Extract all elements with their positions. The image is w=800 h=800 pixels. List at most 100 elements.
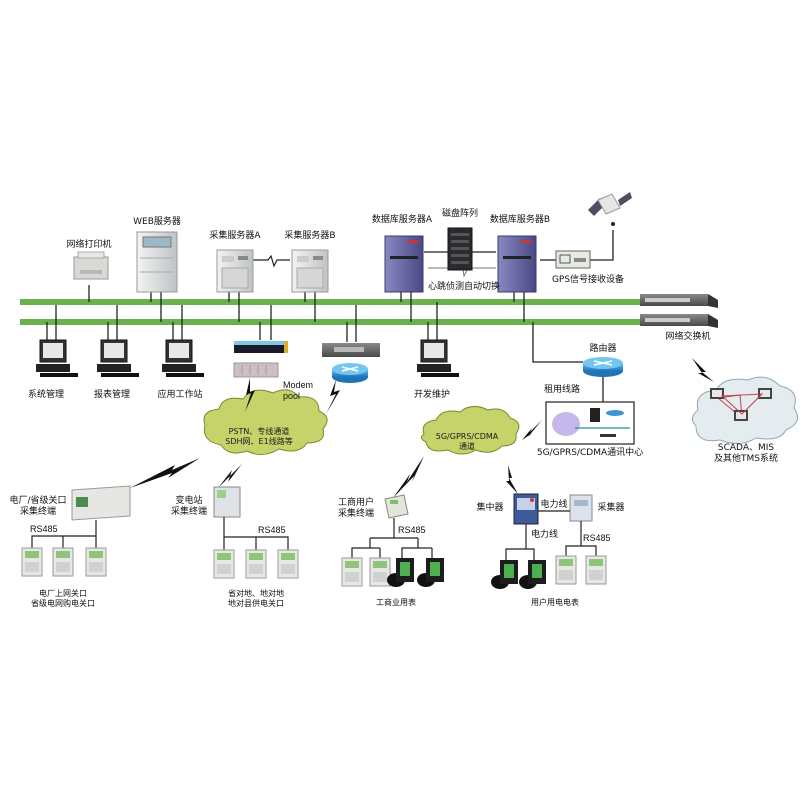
comm-center-box <box>545 401 635 445</box>
collect-server-b-icon <box>291 249 329 293</box>
label-plant-meters-2: 省级电网购电关口 <box>31 599 95 608</box>
label-router: 路由器 <box>589 344 617 354</box>
db-server-b-icon <box>497 235 537 293</box>
workstation-report-mgmt-icon <box>97 339 139 377</box>
lightning-bolt-icon <box>393 456 424 498</box>
label-residential-meters: 用户用电电表 <box>531 598 579 607</box>
wireless-cloud-text-1: 5G/GPRS/CDMA <box>435 432 499 441</box>
label-sys-mgmt: 系统管理 <box>27 390 65 400</box>
workstation-sys-mgmt-icon <box>36 339 78 377</box>
label-substation-2: 采集终端 <box>170 507 208 517</box>
router-icon <box>332 363 368 383</box>
label-collector: 采集器 <box>597 503 625 513</box>
label-commercial-rs485: RS485 <box>398 525 426 535</box>
network-bus-lower <box>20 319 640 325</box>
workstation-app-icon <box>162 339 204 377</box>
smart-meter-black-icon <box>491 560 518 589</box>
label-substation-meters-2: 地对县供电关口 <box>228 599 284 608</box>
network-printer-icon <box>73 251 109 280</box>
label-report-mgmt: 报表管理 <box>93 390 131 400</box>
label-modem-pool-2: pool <box>283 391 301 401</box>
smart-meter-black-icon <box>387 558 414 587</box>
label-web-server: WEB服务器 <box>133 217 181 227</box>
label-residential-rs485: RS485 <box>583 533 611 543</box>
label-commercial-2: 采集终端 <box>337 509 375 519</box>
wireless-links <box>130 358 714 498</box>
smart-meter-black-icon <box>417 558 444 587</box>
electric-meter-icon <box>85 547 107 577</box>
electric-meter-icon <box>555 555 577 585</box>
label-plant-terminal-2: 采集终端 <box>19 507 57 517</box>
label-modem-pool-1: Modem <box>283 380 314 390</box>
plant-terminal-icon <box>71 485 131 521</box>
pstn-cloud-text-1: PSTN、专线通道 <box>228 427 290 436</box>
electric-meter-icon <box>213 549 235 579</box>
label-plant-terminal-1: 电厂/省级关口 <box>9 496 67 506</box>
label-comm-center: 5G/GPRS/CDMA通讯中心 <box>536 448 644 458</box>
label-gps-receiver: GPS信号接收设备 <box>551 275 625 285</box>
label-power-line-v: 电力线 <box>531 530 559 540</box>
lightning-bolt-icon <box>506 465 518 494</box>
label-network-printer: 网络打印机 <box>66 240 112 250</box>
wireless-cloud-text-2: 通道 <box>459 442 475 451</box>
electric-meter-icon <box>585 555 607 585</box>
label-substation-rs485: RS485 <box>258 525 286 535</box>
disk-array-icon <box>447 227 473 271</box>
pstn-cloud <box>203 389 328 455</box>
label-network-switch: 网络交换机 <box>665 332 711 342</box>
label-app-workstation: 应用工作站 <box>157 390 203 400</box>
electric-meter-icon <box>21 547 43 577</box>
network-bus-upper <box>20 299 640 305</box>
wireless-cloud <box>420 406 520 455</box>
web-server-icon <box>136 231 178 293</box>
label-substation-1: 变电站 <box>175 496 203 506</box>
label-scada-2: 及其他TMS系统 <box>714 454 778 464</box>
meters-group <box>21 547 607 589</box>
label-db-server-a: 数据库服务器A <box>371 215 433 225</box>
collector-icon <box>569 494 593 522</box>
label-disk-array: 磁盘阵列 <box>441 209 479 219</box>
lan-switch-icon <box>322 343 380 357</box>
network-switch-lower <box>640 314 718 328</box>
gps-receiver-icon <box>555 250 591 269</box>
label-db-server-b: 数据库服务器B <box>489 215 551 225</box>
lightning-bolt-icon <box>326 380 340 414</box>
collect-server-link <box>252 254 290 268</box>
lightning-bolt-icon <box>218 464 242 488</box>
lightning-bolt-icon <box>522 420 542 440</box>
substation-terminal-icon <box>213 486 241 518</box>
collect-server-a-icon <box>216 249 254 293</box>
commercial-terminal-icon <box>384 494 409 519</box>
smart-meter-black-icon <box>519 560 546 589</box>
label-collect-server-b: 采集服务器B <box>284 231 336 241</box>
electric-meter-icon <box>369 557 391 587</box>
label-plant-meters-1: 电厂上网关口 <box>39 589 87 598</box>
label-leased-line: 租用线路 <box>543 385 581 395</box>
label-substation-meters-1: 省对地、地对地 <box>228 589 284 598</box>
label-commercial-1: 工商用户 <box>337 498 375 508</box>
workstation-dev-maint-icon <box>417 339 459 377</box>
label-heartbeat: 心跳侦测自动切换 <box>427 282 501 292</box>
label-scada-1: SCADA、MIS <box>717 443 775 453</box>
electric-meter-icon <box>52 547 74 577</box>
electric-meter-icon <box>245 549 267 579</box>
scada-cloud <box>692 376 799 444</box>
satellite-icon <box>588 192 632 226</box>
label-dev-maint: 开发维护 <box>413 390 451 400</box>
lightning-bolt-icon <box>245 378 255 412</box>
main-router-icon <box>583 357 623 377</box>
label-commercial-meters: 工商业用表 <box>376 598 416 607</box>
label-power-line-h: 电力线 <box>540 500 568 510</box>
label-concentrator: 集中器 <box>476 503 504 513</box>
concentrator-icon <box>513 493 539 525</box>
network-switch-upper <box>640 294 718 308</box>
electric-meter-icon <box>277 549 299 579</box>
db-server-a-icon <box>384 235 424 293</box>
rack-server-icon <box>234 341 288 353</box>
lightning-bolt-icon <box>130 458 200 488</box>
lightning-bolt-icon <box>692 358 714 382</box>
electric-meter-icon <box>341 557 363 587</box>
label-plant-rs485: RS485 <box>30 524 58 534</box>
label-collect-server-a: 采集服务器A <box>209 231 261 241</box>
